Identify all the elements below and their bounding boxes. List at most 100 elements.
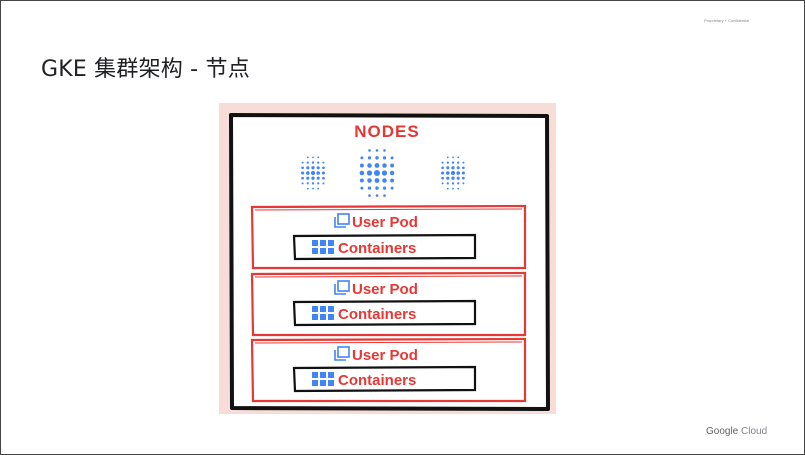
sphere-dot xyxy=(382,163,387,168)
sphere-dot xyxy=(462,166,465,170)
sphere-dot xyxy=(359,178,364,183)
sphere-dot xyxy=(311,182,315,185)
containers-label: Containers xyxy=(338,240,416,257)
sphere-dot xyxy=(375,156,379,160)
nodes-diagram-svg: NODES User Pod Containers xyxy=(229,113,550,411)
sphere-dot xyxy=(367,186,372,190)
sphere-dot xyxy=(306,176,310,180)
sphere-dot xyxy=(301,166,304,170)
nodes-heading: NODES xyxy=(354,122,419,141)
user-pod-3: User Pod Containers xyxy=(250,337,527,403)
sphere-dot xyxy=(322,161,325,164)
sphere-dot xyxy=(311,161,315,164)
sphere-dot xyxy=(456,176,460,180)
sphere-dot xyxy=(375,149,379,152)
sphere-dot xyxy=(375,186,379,190)
sphere-dot xyxy=(306,156,309,159)
sphere-dot xyxy=(446,156,449,159)
sphere-dot xyxy=(322,176,325,180)
sphere-dot xyxy=(450,170,456,176)
sphere-dot xyxy=(462,176,465,180)
sphere-dot xyxy=(322,182,325,185)
sphere-dot xyxy=(311,166,315,170)
page-title: GKE 集群架构 - 节点 xyxy=(41,57,250,82)
sphere-dot xyxy=(366,170,373,176)
sphere-dot xyxy=(316,176,320,180)
sphere-dot xyxy=(360,186,364,190)
sphere-dot xyxy=(310,170,316,176)
confidential-label: Proprietary + Confidential xyxy=(704,18,750,23)
node-frame xyxy=(229,113,550,411)
sphere-dot xyxy=(389,170,395,176)
sphere-dot xyxy=(390,156,394,160)
sphere-dot xyxy=(306,166,310,170)
dot-sphere-icon xyxy=(441,156,465,190)
sphere-dot xyxy=(367,163,372,168)
sphere-dot xyxy=(301,182,304,185)
sphere-dot xyxy=(457,187,460,190)
sphere-dot xyxy=(360,156,364,160)
sphere-dot xyxy=(317,161,320,164)
sphere-dot xyxy=(452,156,454,159)
sphere-dot xyxy=(446,161,449,164)
sphere-dot xyxy=(316,171,321,175)
sphere-dot xyxy=(306,187,309,190)
sphere-dot xyxy=(462,161,465,164)
sphere-dot xyxy=(368,149,371,152)
pod-square-icon xyxy=(334,280,350,295)
sphere-dot xyxy=(301,176,304,180)
sphere-dot xyxy=(441,176,444,180)
sphere-dot xyxy=(301,161,304,164)
sphere-dot xyxy=(462,182,465,185)
sphere-dot xyxy=(311,176,315,180)
google-cloud-logo: Google Cloud xyxy=(706,426,767,437)
pod-border xyxy=(250,337,527,403)
sphere-dot xyxy=(390,186,394,190)
sphere-dot xyxy=(382,156,387,160)
sphere-dot xyxy=(368,194,371,197)
sphere-dot xyxy=(374,163,380,168)
sphere-dot xyxy=(451,176,455,180)
sphere-dot xyxy=(456,166,460,170)
sphere-dot xyxy=(322,166,325,170)
pod-label: User Pod xyxy=(352,214,418,231)
sphere-dot xyxy=(446,187,449,190)
sphere-dot xyxy=(441,171,445,175)
sphere-dot xyxy=(317,182,320,185)
sphere-dot xyxy=(312,187,314,190)
sphere-dot xyxy=(390,178,395,183)
sphere-dot xyxy=(390,163,395,168)
sphere-dot xyxy=(441,182,444,185)
container-grid-icon xyxy=(312,372,334,386)
sphere-dot xyxy=(451,161,455,164)
sphere-dot xyxy=(367,156,372,160)
sphere-dot xyxy=(305,171,310,175)
pod-label: User Pod xyxy=(352,347,418,364)
sphere-dot xyxy=(367,178,372,183)
pod-square-icon xyxy=(334,213,350,228)
sphere-dot xyxy=(446,182,449,185)
sphere-dot xyxy=(461,171,465,175)
sphere-dot xyxy=(382,186,387,190)
sphere-dot xyxy=(457,161,460,164)
sphere-dot xyxy=(441,166,444,170)
sphere-dot xyxy=(457,156,460,159)
logo-product: Cloud xyxy=(741,426,768,437)
containers-box xyxy=(292,365,477,393)
sphere-dot xyxy=(321,171,325,175)
dot-sphere-icon xyxy=(301,156,325,190)
sphere-dot xyxy=(312,156,314,159)
sphere-dot xyxy=(359,163,364,168)
sphere-dot xyxy=(383,149,386,152)
containers-label: Containers xyxy=(338,306,416,323)
containers-box xyxy=(292,233,477,261)
user-pod-2: User Pod Containers xyxy=(250,271,527,337)
containers-box xyxy=(292,299,477,327)
sphere-dot xyxy=(373,169,381,177)
sphere-dot xyxy=(301,171,305,175)
sphere-dot xyxy=(306,182,309,185)
sphere-dot xyxy=(456,171,461,175)
pod-square-icon xyxy=(334,346,350,361)
container-grid-icon xyxy=(312,306,334,320)
